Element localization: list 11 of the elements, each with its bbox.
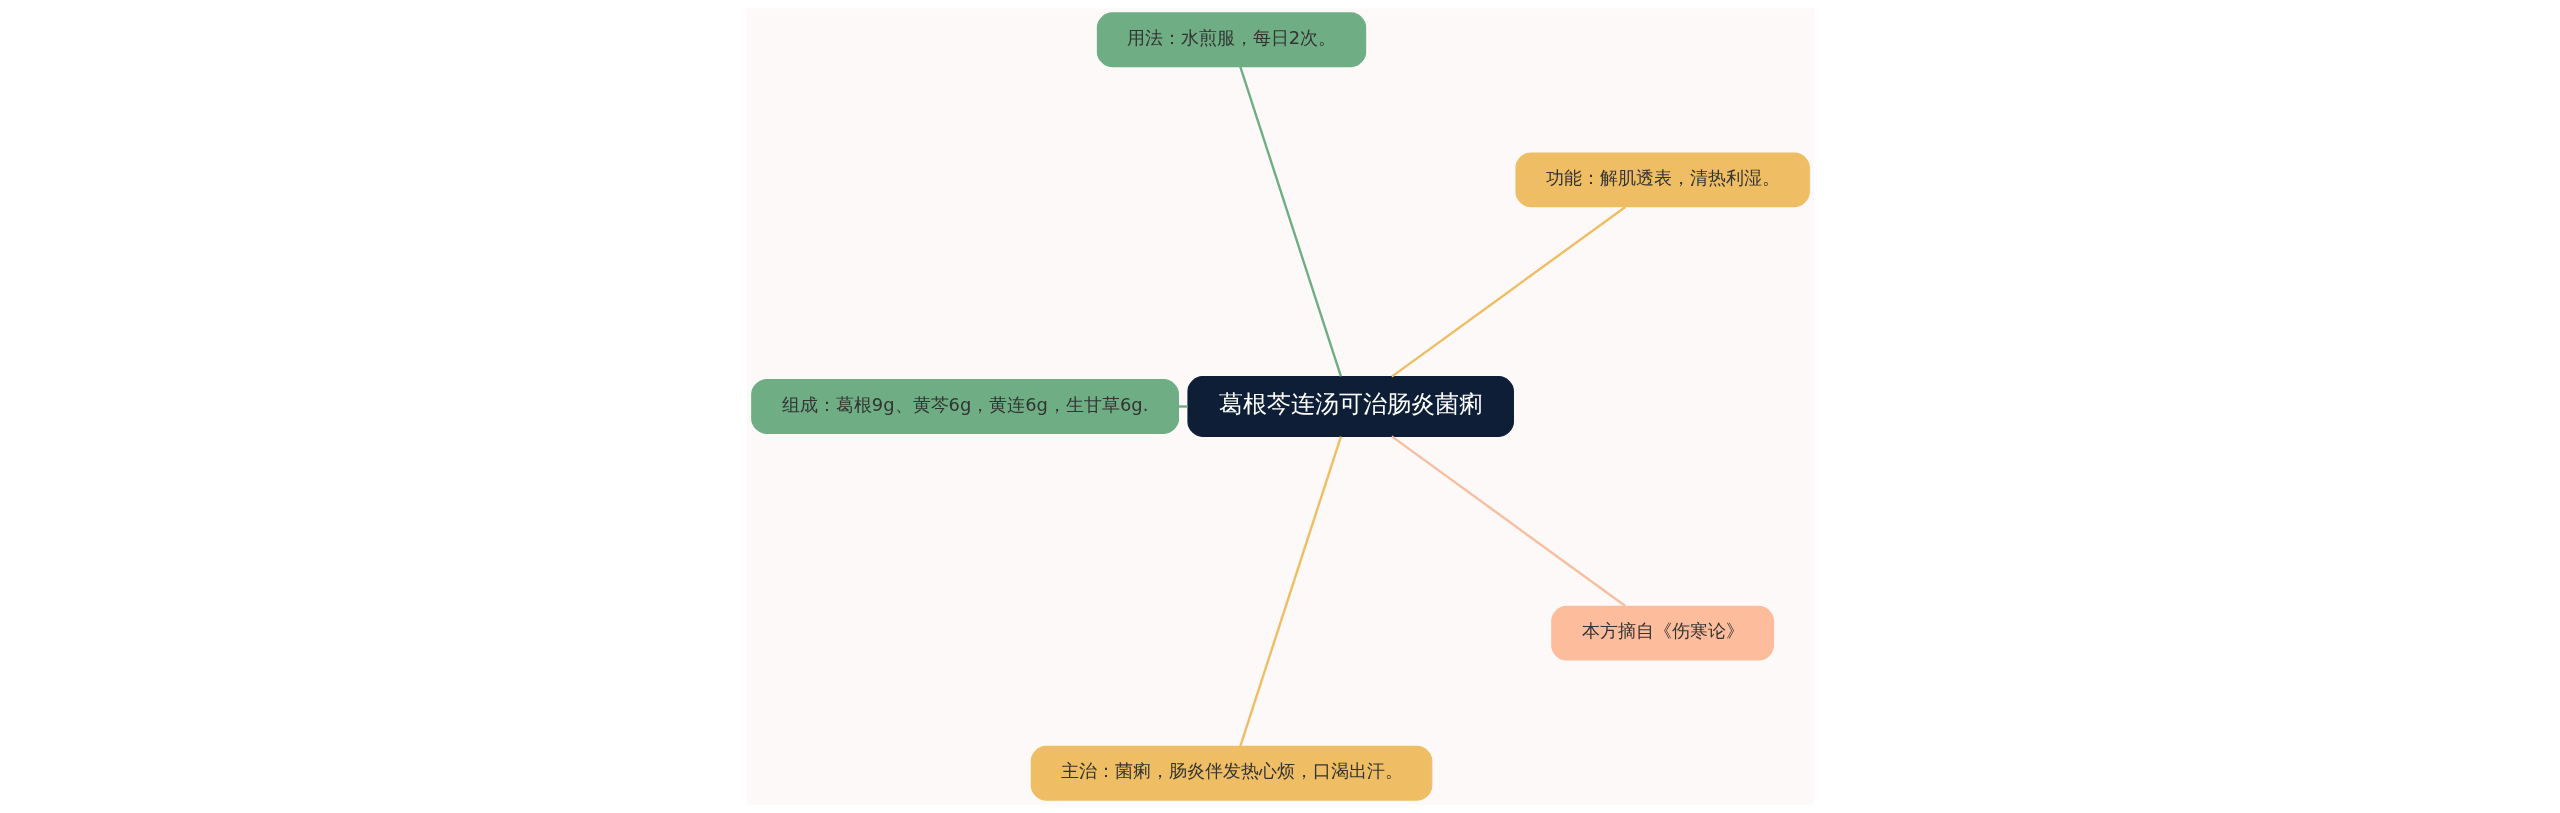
node-box: 葛根芩连汤可治肠炎菌痢 <box>1186 376 1514 437</box>
connector <box>1390 435 1626 607</box>
connector <box>1177 405 1188 408</box>
node-box: 本方摘自《伤寒论》 <box>1550 605 1774 661</box>
node-box: 主治：菌痢，肠炎伴发热心烦，口渴出汗。 <box>1030 745 1432 801</box>
connector <box>1238 436 1342 747</box>
node-box: 组成：葛根9g、黄芩6g，黄连6g，生甘草6g. <box>750 379 1179 434</box>
connector <box>1390 206 1626 378</box>
node-box: 功能：解肌透表，清热利湿。 <box>1514 152 1810 208</box>
node-box: 用法：水煎服，每日2次。 <box>1096 12 1366 68</box>
connector <box>1238 66 1342 377</box>
